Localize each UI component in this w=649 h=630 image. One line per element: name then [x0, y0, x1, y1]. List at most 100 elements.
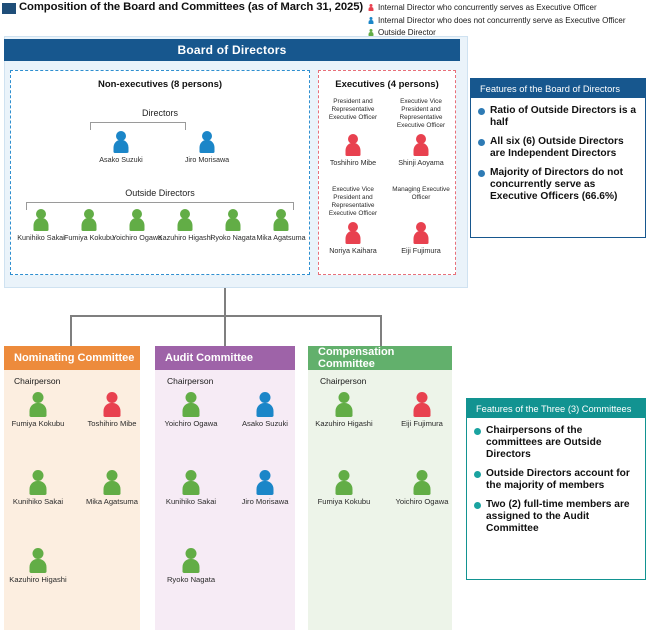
feature-text: Majority of Directors do not concurrentl…: [490, 166, 624, 202]
person-icon: [175, 209, 195, 231]
committee-nominating-title: Nominating Committee: [4, 346, 140, 370]
board-member: Fumiya Kokubu: [64, 209, 114, 242]
board-of-directors-title: Board of Directors: [4, 39, 460, 61]
member-name: Yoichiro Ogawa: [164, 419, 218, 428]
committee-member: Yoichiro Ogawa: [155, 392, 227, 428]
board-member: Asako Suzuki: [90, 131, 152, 164]
title-marker-icon: [2, 3, 16, 14]
committee-audit: Audit Committee Chairperson Yoichiro Oga…: [155, 346, 295, 630]
member-name: Jiro Morisawa: [184, 155, 230, 164]
executive-member: Executive Vice President and Representat…: [388, 98, 454, 167]
member-name: Asako Suzuki: [99, 155, 143, 164]
committee-member: Kunihiko Sakai: [2, 470, 74, 506]
feature-text: Outside Directors account for the majori…: [486, 467, 630, 491]
committee-member: Kazuhiro Higashi: [2, 548, 74, 584]
legend-label: Internal Director who concurrently serve…: [378, 3, 597, 12]
member-name: Kazuhiro Higashi: [157, 233, 213, 242]
board-member: Kunihiko Sakai: [17, 209, 65, 242]
person-icon: [368, 29, 374, 36]
non-executives-box: Non-executives (8 persons): [10, 70, 310, 275]
member-name: Fumiya Kokubu: [317, 497, 371, 506]
feature-item: Majority of Directors do not concurrentl…: [478, 167, 638, 203]
committee-member: Toshihiro Mibe: [76, 392, 148, 428]
member-name: Ryoko Nagata: [210, 233, 256, 242]
executives-title: Executives (4 persons): [335, 79, 439, 90]
executives-row-top: President and Representative Executive O…: [320, 98, 454, 167]
board-member: Ryoko Nagata: [210, 209, 256, 242]
executive-member: President and Representative Executive O…: [320, 98, 386, 167]
member-name: Yoichiro Ogawa: [395, 497, 449, 506]
features-board-title: Features of the Board of Directors: [471, 79, 645, 98]
feature-item: All six (6) Outside Directors are Indepe…: [478, 136, 638, 160]
executive-role: Executive Vice President and Representat…: [396, 98, 446, 129]
committee-member: Fumiya Kokubu: [308, 470, 380, 506]
chairperson-label: Chairperson: [14, 376, 61, 386]
features-committees-list: Chairpersons of the committees are Outsi…: [467, 418, 645, 548]
executive-role: President and Representative Executive O…: [328, 98, 378, 121]
person-icon: [79, 209, 99, 231]
legend-item: Internal Director who concurrently serve…: [368, 2, 648, 13]
committee-compensation-title: Compensation Committee: [308, 346, 452, 370]
member-name: Eiji Fujimura: [401, 246, 441, 255]
member-name: Fumiya Kokubu: [64, 233, 114, 242]
committee-nominating: Nominating Committee Chairperson Fumiya …: [4, 346, 140, 630]
person-icon: [333, 392, 355, 417]
bullet-icon: [474, 470, 481, 478]
features-board-panel: Features of the Board of Directors Ratio…: [470, 78, 646, 238]
member-name: Asako Suzuki: [241, 419, 288, 428]
executives-box: Executives (4 persons): [318, 70, 456, 275]
directors-label: Directors: [141, 108, 178, 118]
legend-item: Outside Director: [368, 27, 648, 38]
committee-member: Kazuhiro Higashi: [308, 392, 380, 428]
outside-directors-label: Outside Directors: [125, 188, 195, 198]
executive-member: Executive Vice President and Representat…: [320, 186, 386, 255]
feature-text: Chairpersons of the committees are Outsi…: [486, 425, 602, 460]
member-name: Kazuhiro Higashi: [315, 419, 373, 428]
person-icon: [254, 392, 276, 417]
member-name: Ryoko Nagata: [166, 575, 216, 584]
member-name: Jiro Morisawa: [241, 497, 289, 506]
committee-compensation: Compensation Committee Chairperson Kazuh…: [308, 346, 452, 630]
executive-role: Managing Executive Officer: [392, 186, 450, 201]
person-icon: [101, 392, 123, 417]
feature-item: Ratio of Outside Directors is a half: [478, 105, 638, 129]
connector-to-compensation: [380, 315, 382, 346]
features-committees-panel: Features of the Three (3) Committees Cha…: [466, 398, 646, 580]
legend: Internal Director who concurrently serve…: [368, 2, 648, 40]
member-name: Shinji Aoyama: [398, 158, 444, 167]
member-name: Kunihiko Sakai: [165, 497, 217, 506]
outside-directors-bracket: [26, 202, 294, 210]
board-member: Kazuhiro Higashi: [158, 209, 212, 242]
committee-member: Jiro Morisawa: [229, 470, 301, 506]
person-icon: [27, 392, 49, 417]
committee-member: Asako Suzuki: [229, 392, 301, 428]
bullet-icon: [474, 428, 481, 435]
board-member: Jiro Morisawa: [176, 131, 238, 164]
person-icon: [343, 222, 363, 244]
non-executives-title: Non-executives (8 persons): [97, 79, 223, 90]
member-name: Fumiya Kokubu: [11, 419, 65, 428]
chairperson-label: Chairperson: [320, 376, 367, 386]
committee-member: Mika Agatsuma: [76, 470, 148, 506]
feature-item: Outside Directors account for the majori…: [474, 468, 638, 492]
legend-label: Outside Director: [378, 28, 436, 37]
member-name: Kunihiko Sakai: [12, 497, 64, 506]
legend-item: Internal Director who does not concurren…: [368, 15, 648, 26]
person-icon: [368, 16, 374, 24]
bullet-icon: [474, 501, 481, 509]
member-name: Yoichiro Ogawa: [111, 233, 163, 242]
person-icon: [343, 134, 363, 156]
page-title: Composition of the Board and Committees …: [19, 1, 364, 13]
bullet-icon: [478, 169, 485, 177]
feature-text: Ratio of Outside Directors is a half: [490, 105, 637, 128]
bullet-icon: [478, 138, 485, 146]
committee-audit-title: Audit Committee: [155, 346, 295, 370]
directors-bracket: [90, 122, 186, 130]
directors-row: Asako Suzuki Jiro Morisawa: [90, 131, 238, 164]
chairperson-label: Chairperson: [167, 376, 214, 386]
